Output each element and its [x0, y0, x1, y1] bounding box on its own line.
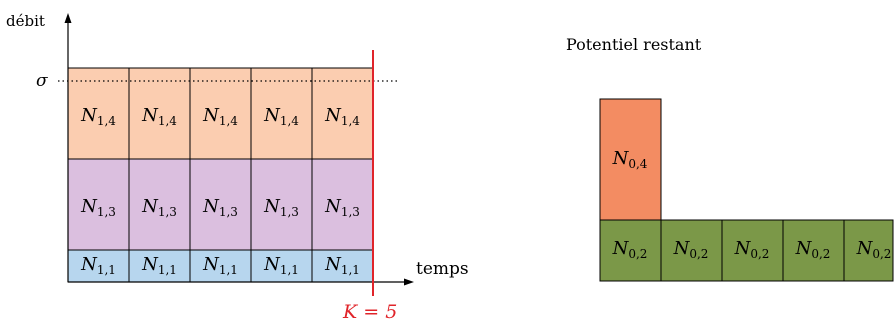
cell-label-1-3-3-letter: N — [202, 196, 220, 217]
remaining-top-block: N0,4 — [599, 98, 662, 221]
cell-label-1-3-2-letter: N — [141, 196, 159, 217]
cell-1-4-1 — [67, 67, 130, 160]
block-n02-5 — [843, 219, 894, 282]
cell-1-4-3 — [189, 67, 252, 160]
cell-label-1-3-4: N1,3 — [263, 196, 299, 219]
cell-label-1-4-5-letter: N — [324, 105, 342, 126]
cell-label-1-4-3-letter: N — [202, 105, 220, 126]
cell-label-1-1-3-letter: N — [202, 254, 220, 275]
x-axis-arrow-icon — [404, 278, 414, 286]
cell-label-1-3-5-letter: N — [324, 196, 342, 217]
cell-label-1-1-2-letter: N — [141, 254, 159, 275]
cell-label-1-4-5-subscript: 1,4 — [341, 114, 360, 128]
k-label: K = 5 — [342, 301, 397, 323]
cell-label-1-4-1-letter: N — [80, 105, 98, 126]
block-n02-label-3-subscript: 0,2 — [750, 247, 769, 261]
cell-label-1-4-5: N1,4 — [324, 105, 360, 128]
cell-label-1-4-4-letter: N — [263, 105, 281, 126]
cell-label-1-1-4-subscript: 1,1 — [280, 263, 299, 277]
right-panel-title: Potentiel restant — [566, 35, 702, 54]
block-n04-label-letter: N — [612, 148, 630, 169]
cell-label-1-4-2-subscript: 1,4 — [158, 114, 177, 128]
block-n02-label-2-letter: N — [673, 238, 691, 259]
block-n04 — [599, 98, 662, 221]
block-n02-label-5-letter: N — [856, 238, 874, 259]
sigma-label: σ — [36, 71, 48, 91]
cell-label-1-1-4: N1,1 — [263, 254, 299, 277]
cell-label-1-3-1: N1,3 — [80, 196, 116, 219]
cell-1-4-5 — [311, 67, 374, 160]
cell-label-1-3-3: N1,3 — [202, 196, 238, 219]
cell-label-1-1-5-letter: N — [324, 254, 342, 275]
cell-label-1-3-4-letter: N — [263, 196, 281, 217]
cell-1-3-3 — [189, 158, 252, 251]
cell-label-1-1-1: N1,1 — [80, 254, 116, 277]
block-n04-label-subscript: 0,4 — [628, 157, 647, 171]
cell-label-1-3-2: N1,3 — [141, 196, 177, 219]
cell-label-1-4-1-subscript: 1,4 — [97, 114, 116, 128]
block-n02-label-2-subscript: 0,2 — [689, 247, 708, 261]
cell-label-1-4-2: N1,4 — [141, 105, 177, 128]
x-axis-label: temps — [416, 259, 469, 279]
cell-1-4-4 — [250, 67, 313, 160]
cell-label-1-3-1-subscript: 1,3 — [97, 205, 116, 219]
block-n02-label-5-subscript: 0,2 — [872, 247, 891, 261]
cell-label-1-3-5: N1,3 — [324, 196, 360, 219]
cell-label-1-3-1-letter: N — [80, 196, 98, 217]
block-n02-label-2: N0,2 — [673, 238, 709, 261]
block-n02-label-1-subscript: 0,2 — [628, 247, 647, 261]
cell-label-1-1-5: N1,1 — [324, 254, 360, 277]
block-n02-label-1-letter: N — [612, 238, 630, 259]
cell-label-1-4-4: N1,4 — [263, 105, 299, 128]
block-n02-label-5: N0,2 — [856, 238, 892, 261]
cell-label-1-1-1-letter: N — [80, 254, 98, 275]
block-n04-label: N0,4 — [612, 148, 648, 171]
cell-1-1-1 — [67, 249, 130, 283]
block-n02-label-3: N0,2 — [734, 238, 770, 261]
cell-label-1-4-2-letter: N — [141, 105, 159, 126]
cell-label-1-4-4-subscript: 1,4 — [280, 114, 299, 128]
cell-label-1-4-3: N1,4 — [202, 105, 238, 128]
cell-1-1-2 — [128, 249, 191, 283]
cell-label-1-4-1: N1,4 — [80, 105, 116, 128]
cell-label-1-3-3-subscript: 1,3 — [219, 205, 238, 219]
k-label-text: K = 5 — [342, 301, 397, 323]
block-n02-label-4-letter: N — [795, 238, 813, 259]
cell-label-1-1-4-letter: N — [263, 254, 281, 275]
cell-label-1-1-3: N1,1 — [202, 254, 238, 277]
block-n02-label-4-subscript: 0,2 — [811, 247, 830, 261]
block-n02-3 — [721, 219, 784, 282]
block-n02-label-3-letter: N — [734, 238, 752, 259]
cell-label-1-1-5-subscript: 1,1 — [341, 263, 360, 277]
cell-label-1-3-2-subscript: 1,3 — [158, 205, 177, 219]
cell-label-1-1-3-subscript: 1,1 — [219, 263, 238, 277]
block-n02-label-4: N0,2 — [795, 238, 831, 261]
cell-label-1-3-5-subscript: 1,3 — [341, 205, 360, 219]
block-n02-label-1: N0,2 — [612, 238, 648, 261]
y-axis-arrow-icon — [64, 13, 72, 23]
cell-label-1-4-3-subscript: 1,4 — [219, 114, 238, 128]
y-axis-label: débit — [6, 12, 45, 30]
cell-1-3-1 — [67, 158, 130, 251]
block-n02-2 — [660, 219, 723, 282]
cell-label-1-3-4-subscript: 1,3 — [280, 205, 299, 219]
block-n02-4 — [782, 219, 845, 282]
cell-label-1-1-1-subscript: 1,1 — [97, 263, 116, 277]
cell-label-1-1-2-subscript: 1,1 — [158, 263, 177, 277]
cell-label-1-1-2: N1,1 — [141, 254, 177, 277]
